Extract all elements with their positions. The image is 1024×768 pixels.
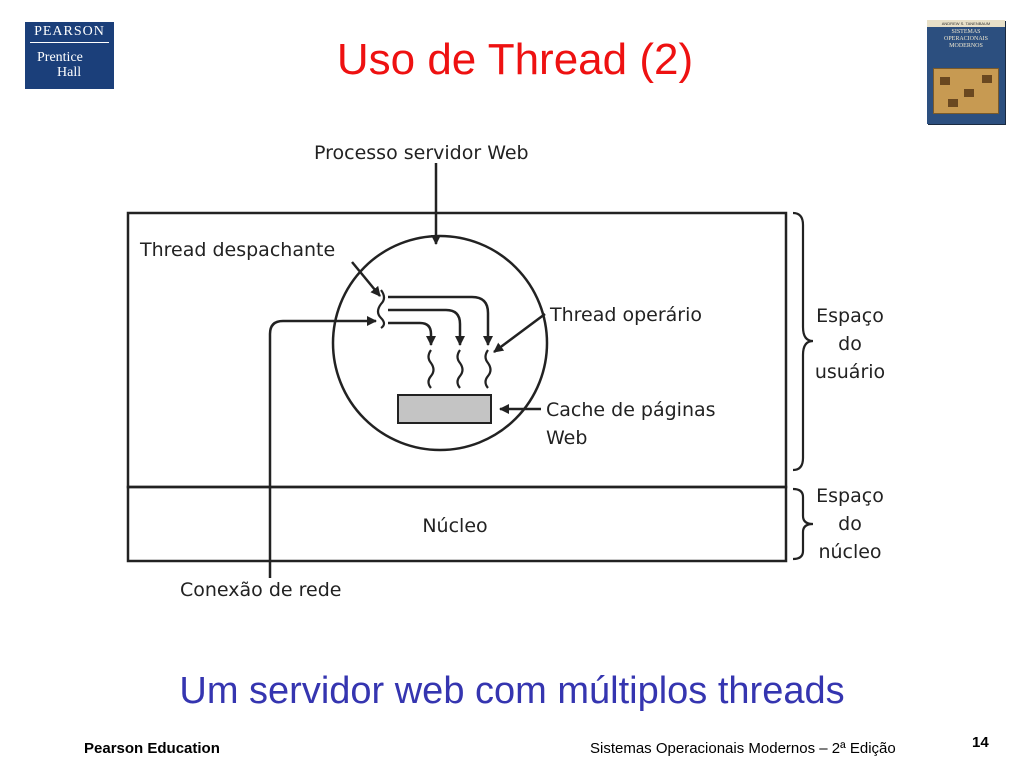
user-space-brace	[792, 211, 814, 472]
user-space-label-1: Espaço	[816, 305, 884, 327]
network-label: Conexão de rede	[180, 579, 341, 601]
web-page-cache	[397, 394, 492, 424]
logo-line-1: Prentice	[37, 50, 83, 65]
dispatcher-thread-squiggle	[376, 289, 386, 329]
book-cover-image: ANDREW S. TANENBAUM SISTEMAS OPERACIONAI…	[927, 20, 1005, 124]
kernel-space-box	[126, 485, 788, 563]
cache-label-line-2: Web	[546, 427, 587, 449]
network-connection-line	[268, 316, 377, 578]
user-space-label-3: usuário	[815, 361, 885, 383]
cover-title-line-1: SISTEMAS	[951, 29, 981, 35]
worker-thread-squiggle-2	[456, 349, 464, 389]
worker-thread-squiggle-3	[484, 349, 492, 389]
kernel-space-label-1: Espaço	[816, 485, 884, 507]
slide-title: Uso de Thread (2)	[336, 35, 694, 84]
worker-thread-squiggle-1	[427, 349, 435, 389]
cover-illustration	[933, 68, 999, 114]
slide-caption: Um servidor web com múltiplos threads	[179, 670, 845, 712]
worker-label: Thread operário	[549, 304, 702, 326]
pearson-logo: PEARSON Prentice Hall	[25, 22, 114, 89]
cover-author: ANDREW S. TANENBAUM	[941, 21, 991, 26]
logo-brand: PEARSON	[34, 24, 105, 39]
logo-imprint: Prentice Hall	[37, 50, 107, 80]
cover-header-band	[927, 20, 1005, 27]
dispatcher-label-arrow	[351, 261, 381, 297]
cache-label-line-1: Cache de páginas	[546, 399, 716, 421]
logo-divider	[30, 42, 109, 43]
footer-book-title: Sistemas Operacionais Modernos – 2ª Ediç…	[590, 740, 896, 757]
worker-label-arrow	[493, 312, 546, 354]
page-number: 14	[972, 734, 989, 751]
cover-title: SISTEMAS OPERACIONAIS MODERNOS	[931, 29, 1001, 50]
dispatch-arrow-3	[388, 321, 436, 346]
dispatch-arrow-2	[388, 308, 465, 346]
kernel-space-brace	[792, 487, 814, 561]
cover-title-line-3: MODERNOS	[949, 43, 983, 49]
user-space-label-2: do	[838, 333, 862, 355]
footer-publisher: Pearson Education	[84, 740, 220, 757]
dispatch-arrow-1	[388, 295, 493, 346]
cover-title-line-2: OPERACIONAIS	[943, 36, 988, 42]
process-label: Processo servidor Web	[314, 142, 529, 164]
dispatcher-label: Thread despachante	[139, 239, 335, 261]
logo-line-2: Hall	[57, 65, 82, 80]
kernel-space-label-2: do	[838, 513, 862, 535]
kernel-label: Núcleo	[422, 515, 487, 537]
kernel-space-label-3: núcleo	[818, 541, 881, 563]
